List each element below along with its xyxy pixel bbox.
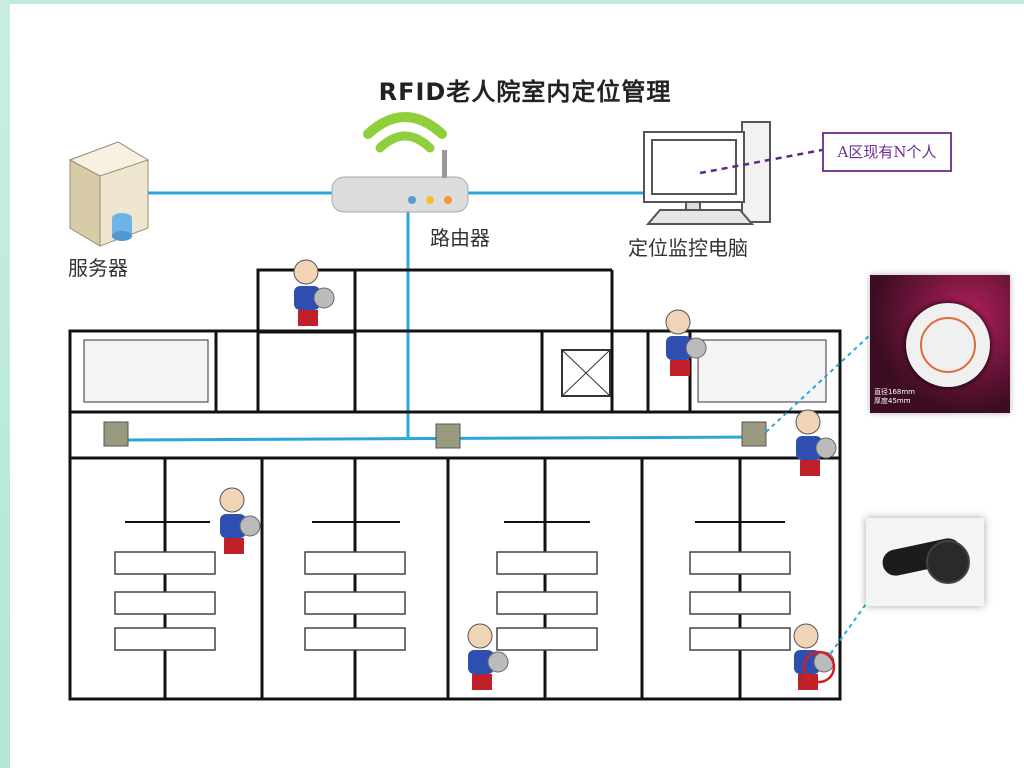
reader-icon — [103, 421, 767, 449]
wifi-icon — [363, 112, 447, 153]
server-label: 服务器 — [68, 256, 128, 280]
elder-icon — [219, 259, 837, 690]
reader-disc — [906, 303, 990, 387]
stairs — [83, 339, 827, 403]
server-icon — [68, 141, 150, 247]
left-border — [0, 0, 10, 768]
router-icon — [331, 150, 469, 213]
wristband-tag — [926, 540, 970, 584]
reader-ring — [920, 317, 976, 373]
monitor-pc-label: 定位监控电脑 — [628, 236, 748, 260]
reader-diameter: 直径168mm — [874, 388, 915, 396]
floor-plan — [68, 268, 842, 701]
top-border — [0, 0, 1024, 4]
computer-icon — [643, 121, 771, 225]
diagram-title: RFID老人院室内定位管理 — [378, 78, 672, 106]
wristband-photo-pointer — [825, 603, 867, 661]
beds — [114, 551, 791, 651]
rfid-reader-photo: 直径168mm 厚度45mm — [870, 275, 1010, 413]
wristband-photo — [866, 518, 984, 606]
callout-pointer — [699, 148, 823, 175]
wristband-highlight — [802, 650, 836, 684]
area-count-callout: A区现有N个人 — [822, 132, 952, 172]
reader-thickness: 厚度45mm — [874, 397, 911, 405]
router-label: 路由器 — [430, 226, 490, 250]
